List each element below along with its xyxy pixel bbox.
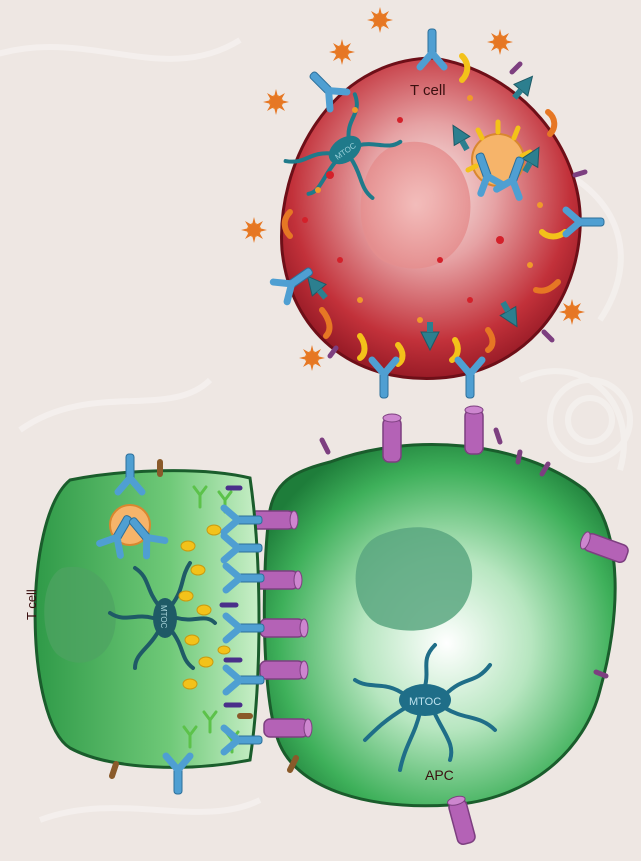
t-cell-label-bottom: T cell xyxy=(24,589,39,620)
bottom-t-cell: T cell MTOC xyxy=(24,454,264,794)
green-cell-body xyxy=(264,444,615,805)
mtoc-label-left: MTOC xyxy=(159,605,168,629)
mtoc-label-apc: MTOC xyxy=(409,696,441,708)
apc-cell: APC MTOC xyxy=(250,406,630,846)
apc-nucleus xyxy=(356,527,473,630)
top-t-cell: T cell MTOC xyxy=(241,7,604,398)
apc-label: APC xyxy=(425,767,454,783)
nucleus xyxy=(361,142,471,269)
t-cell-label-top: T cell xyxy=(410,82,446,99)
